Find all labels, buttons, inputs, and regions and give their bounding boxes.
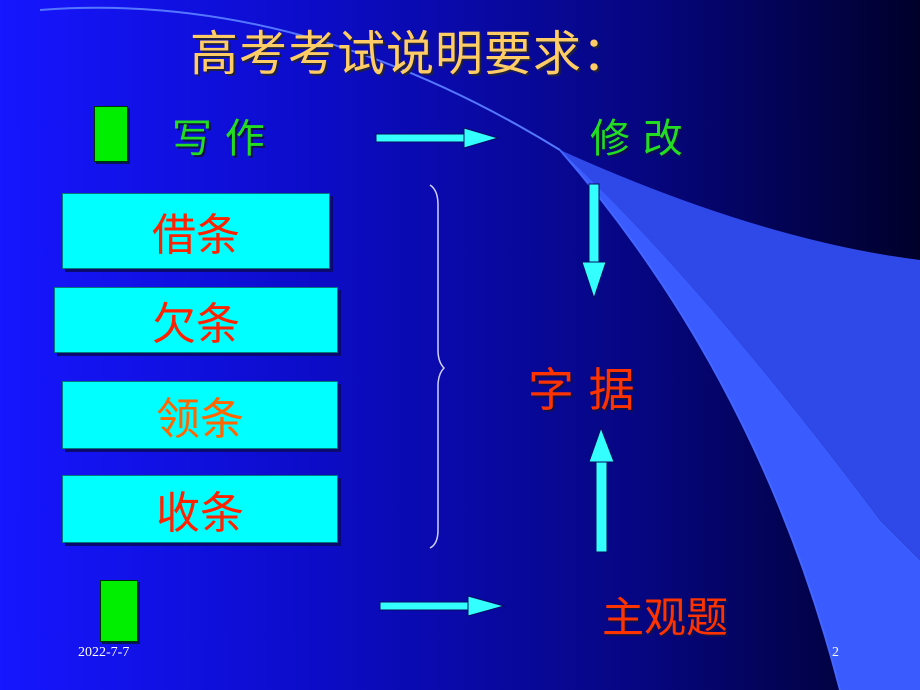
footer-date: 2022-7-7 <box>78 645 130 660</box>
revise-label: 修 改 <box>590 116 683 162</box>
green-bullet-bottom <box>100 580 138 642</box>
subjective-question-label: 主观题 <box>602 593 729 642</box>
documents-label: 字 据 <box>528 363 635 417</box>
writing-label: 写 作 <box>172 116 265 162</box>
box-borrow-slip: 借条 <box>62 193 330 269</box>
slide-title: 高考考试说明要求： <box>190 26 632 82</box>
box-iou-slip: 欠条 <box>54 287 338 353</box>
box-receipt-slip: 收条 <box>62 475 338 543</box>
page-number: 2 <box>832 645 839 660</box>
box-receiving-slip: 领条 <box>62 381 338 449</box>
green-bullet-top <box>94 106 128 162</box>
